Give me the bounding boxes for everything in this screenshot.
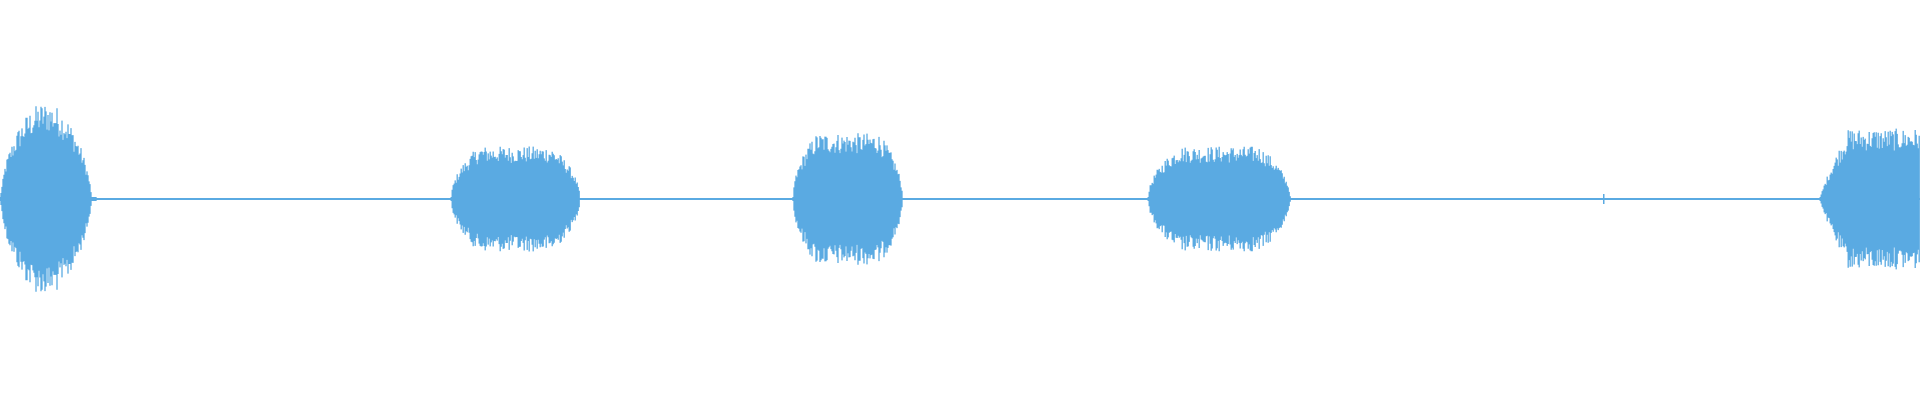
waveform-segments [0,106,1920,292]
waveform-segment-4 [1147,146,1291,252]
waveform-blip [1603,194,1605,204]
waveform-baseline [0,194,1920,204]
waveform-segment-1 [0,106,97,292]
waveform-segment-2 [450,146,580,252]
waveform-baseline-line [0,198,1920,200]
waveform-segment-3 [792,133,903,265]
waveform-segment-5 [1819,128,1920,270]
